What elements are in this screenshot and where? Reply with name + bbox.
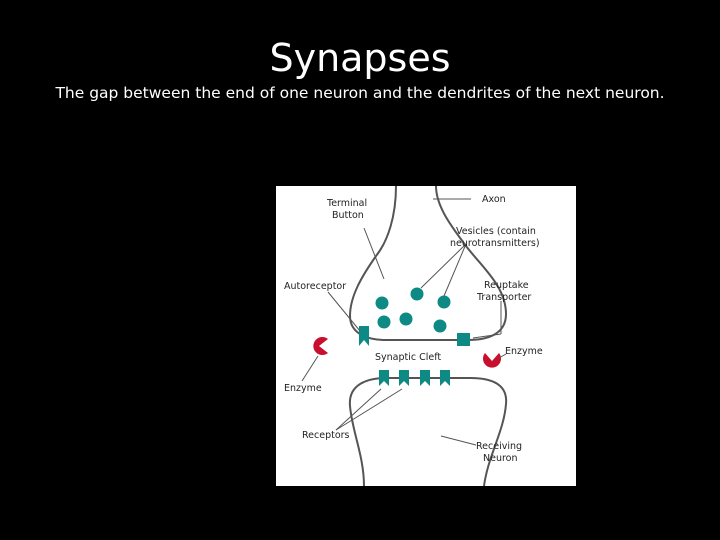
vesicle xyxy=(375,296,389,310)
diagram-background xyxy=(276,186,576,486)
synaptic-cleft-label: Synaptic Cleft xyxy=(375,352,441,363)
reuptake-transporter-shape xyxy=(457,333,470,346)
vesicle xyxy=(437,295,451,309)
receptor-shape xyxy=(440,370,450,386)
receiving-neuron-label: Receiving Neuron xyxy=(476,441,525,464)
pointer-lines xyxy=(301,198,507,446)
reuptake-transporter-label: Reuptake Transporter xyxy=(476,280,532,303)
receptors-label: Receptors xyxy=(302,430,350,441)
vesicle xyxy=(410,287,424,301)
receptor-shape xyxy=(399,370,409,386)
slide-title: Synapses xyxy=(269,36,451,80)
slide-subtitle: The gap between the end of one neuron an… xyxy=(55,84,665,102)
receptor-shape xyxy=(420,370,430,386)
receptor-shape xyxy=(379,370,389,386)
enzyme-left-label: Enzyme xyxy=(284,383,322,394)
axon-label: Axon xyxy=(482,194,506,205)
autoreceptor-shape xyxy=(359,326,369,346)
vesicle xyxy=(433,319,447,333)
enzyme-right-label: Enzyme xyxy=(505,346,543,357)
vesicle xyxy=(399,312,413,326)
terminal-button-label: Terminal Button xyxy=(326,198,370,221)
autoreceptor-label: Autoreceptor xyxy=(284,281,346,292)
synapse-diagram: Terminal Button Axon Vesicles (contain n… xyxy=(276,186,576,486)
vesicle xyxy=(377,315,391,329)
enzyme-right-shape xyxy=(483,353,501,368)
vesicles-label: Vesicles (contain neurotransmitters) xyxy=(450,226,540,249)
enzyme-left-shape xyxy=(313,337,328,355)
